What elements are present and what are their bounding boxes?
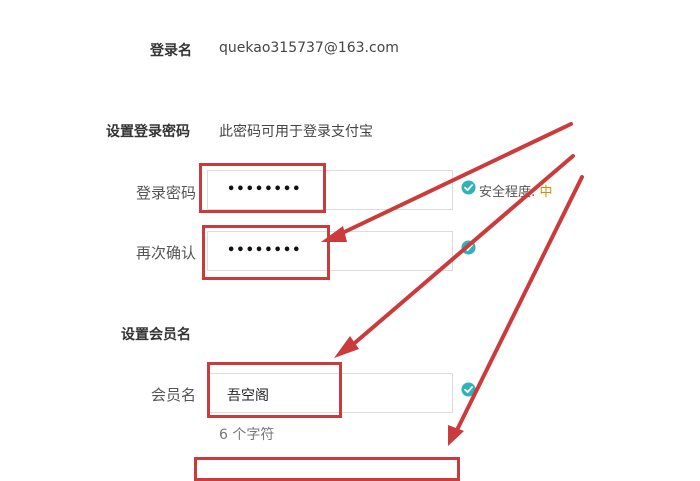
member-section-title: 设置会员名 (121, 327, 191, 343)
confirm-password-label: 再次确认 (135, 244, 196, 262)
member-name-char-count: 6 个字符 (219, 427, 275, 443)
arrow-to-bottom-field (448, 175, 584, 446)
login-name-value: quekao315737@163.com (219, 40, 399, 56)
check-circle-icon (461, 382, 476, 397)
member-name-input-value: 吾空阁 (227, 388, 269, 404)
password-section-description: 此密码可用于登录支付宝 (219, 124, 373, 140)
password-input[interactable]: •••••••• (207, 170, 453, 210)
member-name-label: 会员名 (150, 386, 196, 404)
password-strength-label: 安全程度: (479, 185, 536, 200)
password-label: 登录密码 (135, 184, 196, 202)
check-circle-icon (461, 180, 476, 195)
check-circle-icon (461, 240, 476, 255)
password-input-value: •••••••• (227, 182, 302, 197)
password-section-title: 设置登录密码 (106, 124, 190, 140)
bottom-highlight-box (194, 457, 460, 481)
confirm-password-input[interactable]: •••••••• (207, 231, 453, 271)
confirm-password-input-value: •••••••• (227, 243, 302, 258)
password-strength-level: 中 (539, 185, 553, 200)
member-name-input[interactable]: 吾空阁 (207, 373, 453, 413)
login-name-label: 登录名 (150, 43, 192, 59)
password-strength: 安全程度: 中 (479, 181, 553, 200)
